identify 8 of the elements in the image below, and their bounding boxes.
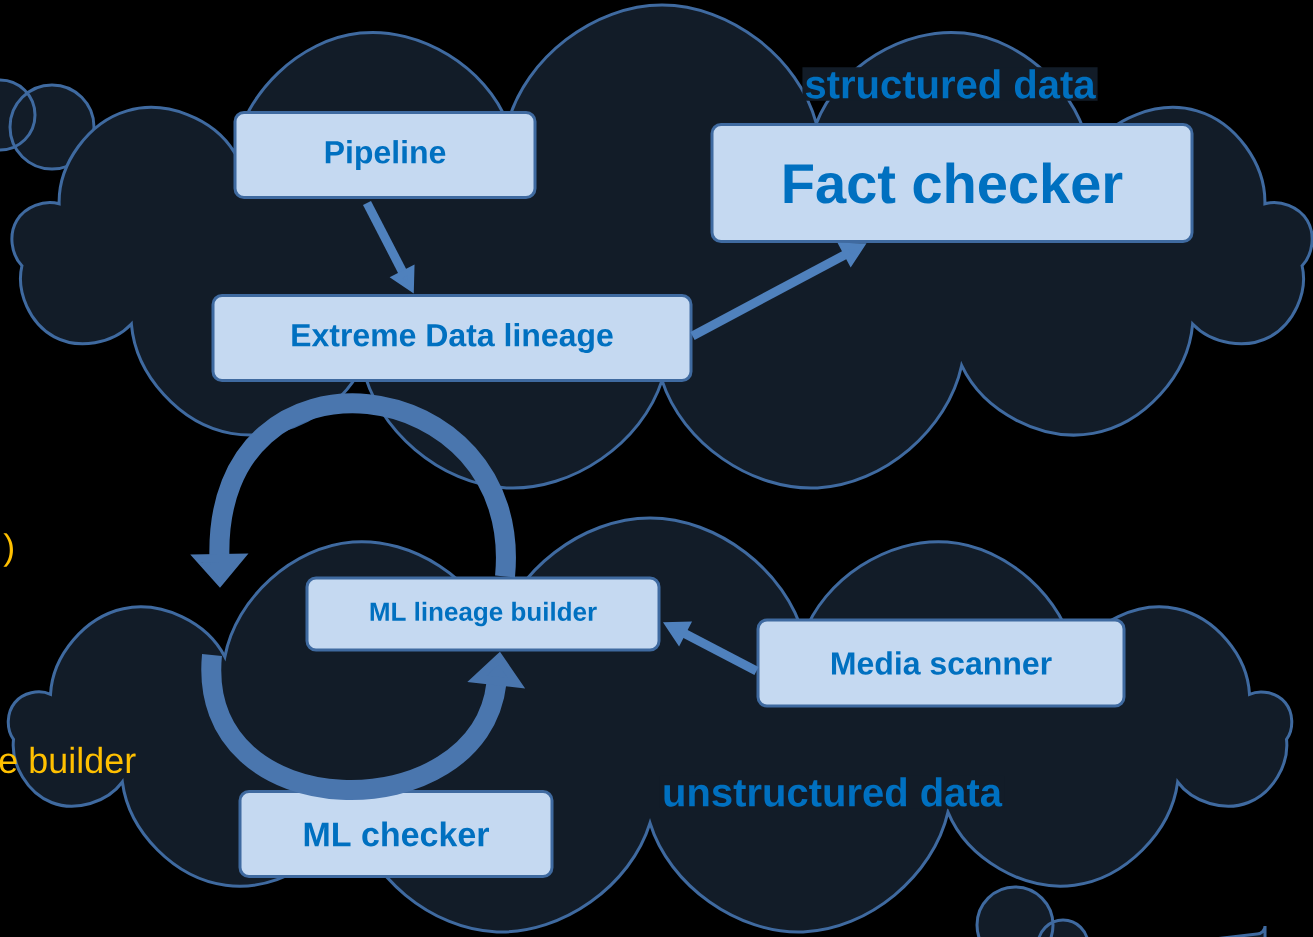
process-box: Media scanner — [756, 618, 1126, 708]
process-box: Extreme Data lineage — [211, 294, 693, 382]
process-box: Fact checker — [710, 123, 1194, 243]
process-box: ML lineage builder — [305, 576, 661, 652]
note-text: ) — [3, 533, 13, 567]
process-box: Pipeline — [233, 111, 537, 199]
note-text: e builder — [0, 746, 136, 774]
process-box: ML checker — [238, 790, 554, 878]
